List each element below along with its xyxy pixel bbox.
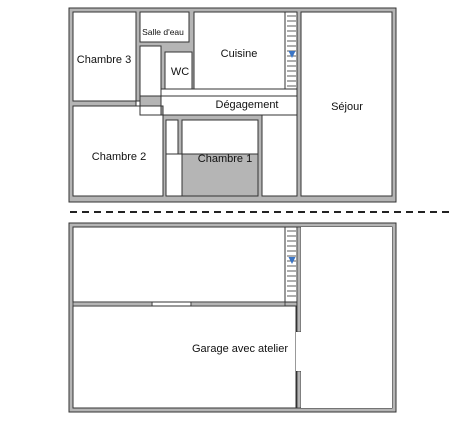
- room-label-degagement: Dégagement: [216, 99, 279, 111]
- stair-arrow-icon: [288, 257, 296, 264]
- lower-stairs: [287, 230, 296, 297]
- lower-partition-left: [72, 301, 153, 307]
- room-label-sejour: Séjour: [331, 101, 363, 113]
- upper-floor-plan: Chambre 3 Salle d'eau WC Cuisine Dégagem…: [68, 7, 397, 203]
- room-label-cuisine: Cuisine: [221, 48, 258, 60]
- room-label-chambre3: Chambre 3: [77, 54, 131, 66]
- lower-opening-gap: [296, 332, 302, 371]
- room-label-salle-deau: Salle d'eau: [142, 27, 184, 37]
- lower-room-space: [301, 227, 392, 408]
- room-label-chambre2: Chambre 2: [92, 151, 146, 163]
- stair-arrow-icon: [288, 51, 296, 58]
- lower-partition-right: [190, 301, 286, 307]
- upper-floor-walls: [68, 7, 397, 203]
- lower-partition-vertical-top: [296, 226, 302, 333]
- lower-partition-vertical-bottom: [296, 370, 302, 409]
- room-label-wc: WC: [171, 66, 189, 78]
- lower-floor-plan: Garage avec atelier: [68, 222, 397, 413]
- room-label-chambre1: Chambre 1: [198, 153, 252, 165]
- room-label-garage: Garage avec atelier: [192, 343, 288, 355]
